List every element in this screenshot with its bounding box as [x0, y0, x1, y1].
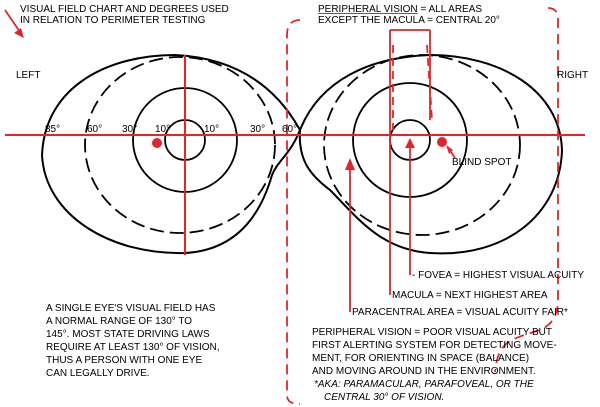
degree-60-left-label: 60° — [87, 124, 102, 135]
fovea-label: - FOVEA = HIGHEST VISUAL ACUITY — [412, 270, 584, 281]
peripheral-bottom-line-4: AND MOVING AROUND IN THE ENVIRONMENT. — [312, 366, 536, 377]
degree-60-right-label: 60° — [282, 124, 297, 135]
degree-10-left-label: 10° — [155, 124, 170, 135]
left-dashed-ring — [84, 56, 276, 234]
peripheral-top-line-2: EXCEPT THE MACULA = CENTRAL 20° — [318, 15, 500, 26]
macula-label: MACULA = NEXT HIGHEST AREA — [392, 290, 548, 301]
single-eye-line-3: 145°. MOST STATE DRIVING LAWS — [46, 329, 210, 340]
left-eye-label: LEFT — [16, 70, 41, 81]
right-eye-label: RIGHT — [557, 70, 589, 81]
degree-30-right-label: 30° — [250, 124, 265, 135]
peripheral-bottom-line-3: MENT, FOR ORIENTING IN SPACE (BALANCE) — [312, 353, 530, 364]
degree-30-left-label: 30° — [122, 124, 137, 135]
single-eye-line-1: A SINGLE EYE'S VISUAL FIELD HAS — [46, 303, 216, 314]
degree-85-label: 85° — [45, 124, 60, 135]
peripheral-bracket — [286, 7, 559, 405]
single-eye-line-6: CAN LEGALLY DRIVE. — [46, 368, 150, 379]
peripheral-bottom-line-1: PERIPHERAL VISION = POOR VISUAL ACUITY B… — [312, 327, 552, 338]
single-eye-line-5: THUS A PERSON WITH ONE EYE — [46, 355, 203, 366]
paracentral-label: PARACENTRAL AREA = VISUAL ACUITY FAIR* — [352, 307, 568, 318]
title-arrow-line — [4, 9, 21, 33]
footnote-line-1: *AKA: PARAMACULAR, PARAFOVEAL, OR THE — [314, 379, 534, 390]
single-eye-note: A SINGLE EYE'S VISUAL FIELD HAS A NORMAL… — [46, 302, 220, 380]
title-arrow-head — [14, 28, 24, 38]
degree-10-right-label: 10° — [204, 124, 219, 135]
blind-spot-arrow — [446, 145, 453, 154]
paracentral-arrow — [345, 158, 355, 170]
left-field-outline — [40, 53, 302, 255]
peripheral-vision-heading: PERIPHERAL VISION — [318, 4, 418, 15]
fovea-arrow — [405, 138, 415, 148]
title-line-2: IN RELATION TO PERIMETER TESTING — [20, 15, 206, 26]
right-dashed-ring — [323, 54, 521, 236]
peripheral-all-areas: = ALL AREAS — [417, 4, 483, 15]
right-field-outline — [298, 53, 564, 255]
single-eye-line-2: A NORMAL RANGE OF 130° TO — [46, 316, 193, 327]
peripheral-top-line-1: PERIPHERAL VISION = ALL AREAS — [318, 4, 482, 15]
single-eye-line-4: REQUIRE AT LEAST 130° OF VISION, — [46, 342, 220, 353]
title-line-1: VISUAL FIELD CHART AND DEGREES USED — [20, 4, 229, 15]
blind-spot-label: BLIND SPOT — [452, 157, 512, 168]
peripheral-bottom-block: PERIPHERAL VISION = POOR VISUAL ACUITY B… — [312, 326, 557, 404]
left-blind-spot — [152, 138, 162, 148]
right-blind-spot — [437, 137, 447, 147]
peripheral-bottom-line-2: FIRST ALERTING SYSTEM FOR DETECTING MOVE… — [312, 340, 557, 351]
footnote-line-2: CENTRAL 30° OF VISION. — [324, 392, 445, 403]
